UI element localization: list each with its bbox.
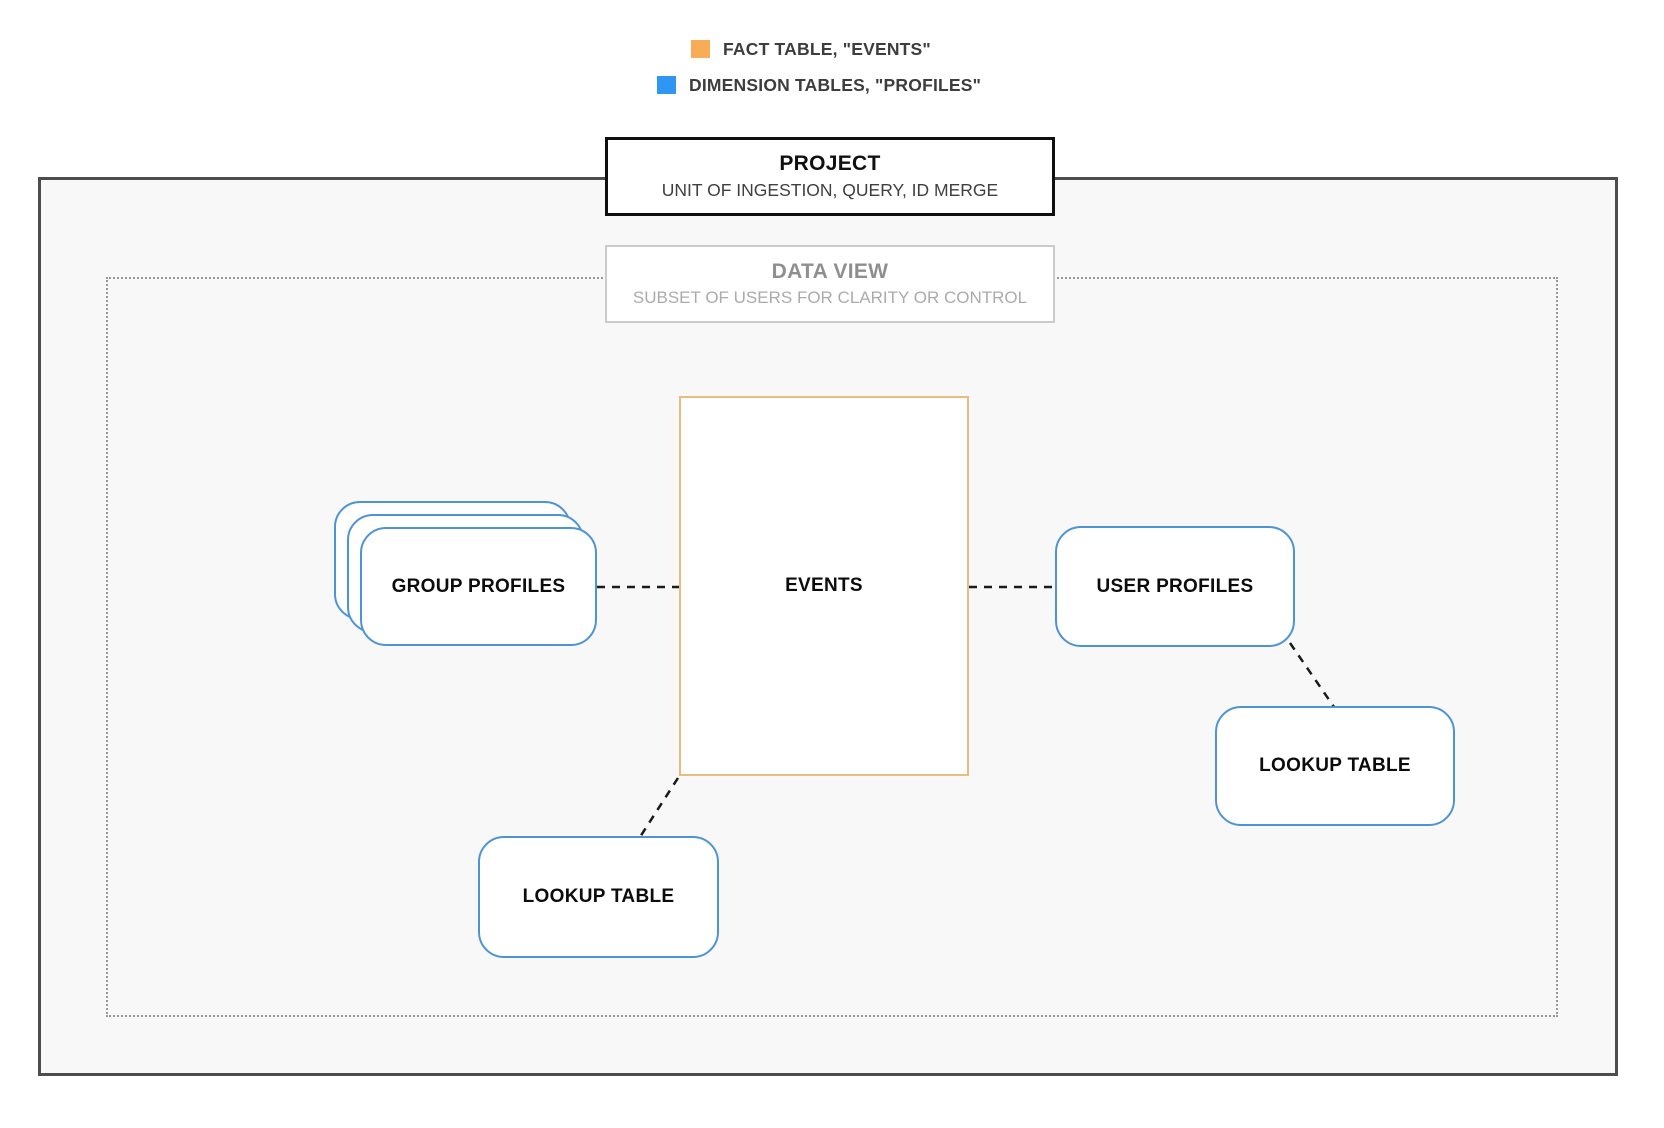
node-user-profiles: USER PROFILES xyxy=(1055,526,1295,647)
data-view-subtitle: SUBSET OF USERS FOR CLARITY OR CONTROL xyxy=(632,288,1028,307)
node-events-label: EVENTS xyxy=(785,575,863,596)
node-user-profiles-label: USER PROFILES xyxy=(1096,575,1254,597)
project-subtitle: UNIT OF INGESTION, QUERY, ID MERGE xyxy=(661,180,999,200)
node-group-profiles-label: GROUP PROFILES xyxy=(391,575,566,597)
node-lookup-table-right-label: LOOKUP TABLE xyxy=(1259,755,1411,776)
project-title: PROJECT xyxy=(779,152,881,175)
legend-label-dimension: DIMENSION TABLES, "PROFILES" xyxy=(689,74,982,95)
node-group-profiles: GROUP PROFILES xyxy=(334,501,597,646)
fact-table-swatch-icon xyxy=(691,40,710,58)
legend-item-fact: FACT TABLE, "EVENTS" xyxy=(691,39,931,59)
node-lookup-table-bottom: LOOKUP TABLE xyxy=(478,836,719,958)
legend-label-fact: FACT TABLE, "EVENTS" xyxy=(723,38,931,59)
project-title-box: PROJECT UNIT OF INGESTION, QUERY, ID MER… xyxy=(605,137,1055,216)
node-lookup-table-bottom-label: LOOKUP TABLE xyxy=(522,886,675,907)
legend-item-dimension: DIMENSION TABLES, "PROFILES" xyxy=(657,75,981,95)
node-events: EVENTS xyxy=(679,396,969,776)
data-view-title-box: DATA VIEW SUBSET OF USERS FOR CLARITY OR… xyxy=(605,245,1055,323)
node-lookup-table-right: LOOKUP TABLE xyxy=(1215,706,1455,826)
data-view-title: DATA VIEW xyxy=(771,260,889,283)
dimension-table-swatch-icon xyxy=(657,76,676,94)
group-profiles-front-card: GROUP PROFILES xyxy=(360,527,597,646)
